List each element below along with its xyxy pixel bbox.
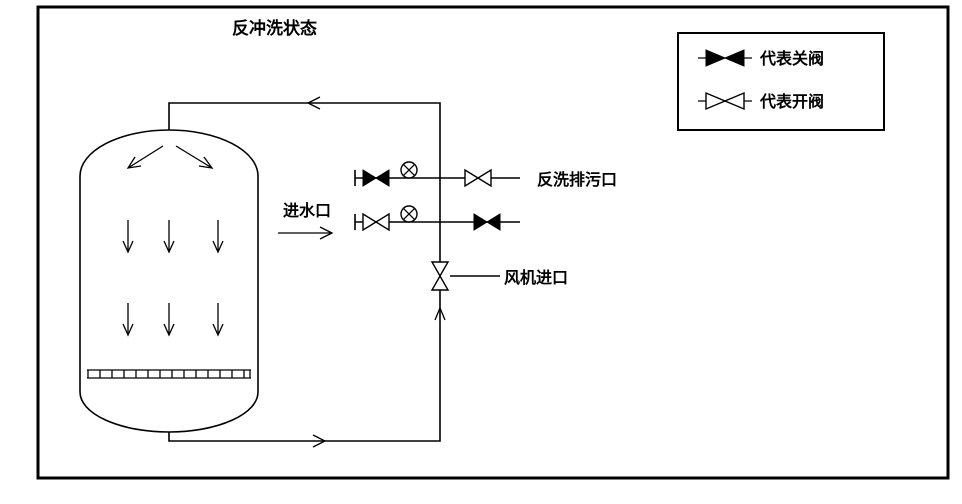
flow-arrow-up xyxy=(434,306,446,321)
legend-box xyxy=(677,32,885,131)
legend-open-label: 代表开阀 xyxy=(759,92,824,111)
filter-tank xyxy=(79,129,259,433)
closed-valve-icon xyxy=(698,49,752,67)
flow-arrow-left xyxy=(306,96,321,110)
down-arrow xyxy=(122,303,134,337)
fan-inlet-label: 风机进口 xyxy=(504,268,568,287)
open-valve-icon xyxy=(464,168,492,188)
down-arrow xyxy=(122,220,134,254)
flow-arrows xyxy=(278,96,446,448)
outer-frame xyxy=(36,5,950,480)
down-arrow xyxy=(163,220,175,254)
strainer-plate xyxy=(87,369,251,379)
backwash-drain-label: 反洗排污口 xyxy=(537,170,617,189)
legend-closed-label: 代表关阀 xyxy=(759,49,824,68)
down-arrow xyxy=(212,220,224,254)
legend: 代表关阀 代表开阀 xyxy=(677,32,885,131)
water-inlet-label: 进水口 xyxy=(283,201,331,220)
flow-arrow-right xyxy=(312,434,327,448)
valves xyxy=(362,161,501,291)
diagonal-arrow-left xyxy=(126,145,164,169)
pipe-bottom-loop xyxy=(168,290,441,442)
open-valve-icon xyxy=(362,212,390,232)
diagram-title: 反冲洗状态 xyxy=(232,18,317,38)
pipe-top-loop xyxy=(168,102,441,262)
tank-shell xyxy=(79,129,259,433)
closed-valve-icon xyxy=(362,169,390,187)
open-valve-vertical-icon xyxy=(430,261,450,291)
closed-valve-icon xyxy=(473,213,501,231)
circle-cross-indicator-icon xyxy=(400,161,418,179)
down-arrow xyxy=(163,303,175,337)
circle-cross-indicator-icon xyxy=(400,205,418,223)
down-arrow xyxy=(212,303,224,337)
inlet-arrow xyxy=(278,226,334,240)
diagonal-arrow-right xyxy=(175,145,214,169)
piping xyxy=(168,102,520,442)
open-valve-icon xyxy=(698,91,752,111)
